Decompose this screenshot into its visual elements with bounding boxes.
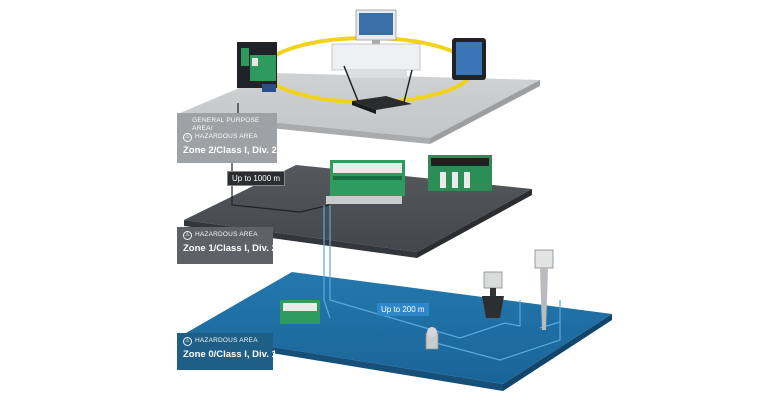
zone1-sub-line1: HAZARDOUS AREA — [195, 231, 258, 238]
hazard-icon: ⚠ — [183, 133, 192, 142]
remote-io-module — [326, 160, 405, 204]
zone0-title: Zone 0/Class I, Div. 1 — [183, 349, 277, 360]
zone2-sub-label-2: ⚠ HAZARDOUS AREA — [183, 133, 271, 142]
tablet — [452, 38, 486, 80]
zone2-sub-line2: HAZARDOUS AREA — [195, 133, 258, 140]
wireless-router — [343, 65, 413, 114]
level-probe — [534, 249, 554, 330]
zone2-title: Zone 2/Class I, Div. 2 — [183, 145, 277, 156]
zone0-sub-line1: HAZARDOUS AREA — [195, 337, 258, 344]
zone0-platform — [186, 272, 612, 391]
flow-sensor — [425, 327, 439, 350]
distance-badge-200m: Up to 200 m — [377, 303, 429, 316]
zone1-title: Zone 1/Class I, Div. 2 — [183, 243, 277, 254]
zone2-label: GENERAL PURPOSE AREA/ ⚠ HAZARDOUS AREA Z… — [177, 113, 277, 163]
distance-badge-1000m: Up to 1000 m — [227, 171, 286, 186]
radar-level-sensor — [482, 271, 504, 318]
gateway-device — [237, 42, 277, 92]
power-module — [428, 155, 492, 191]
hazard-icon: ⚠ — [183, 231, 192, 240]
zone1-label: ⚠ HAZARDOUS AREA Zone 1/Class I, Div. 2 — [177, 227, 277, 264]
zone1-sub-label: ⚠ HAZARDOUS AREA — [183, 231, 267, 240]
zone2-sub-line1: GENERAL PURPOSE AREA/ — [192, 117, 260, 132]
hazard-icon: ⚠ — [183, 337, 192, 346]
zone2-sub-label: GENERAL PURPOSE AREA/ — [183, 117, 271, 133]
workstation — [331, 9, 421, 78]
field-barrier — [280, 300, 320, 324]
zone0-sub-label: ⚠ HAZARDOUS AREA — [183, 337, 267, 346]
zone0-label: ⚠ HAZARDOUS AREA Zone 0/Class I, Div. 1 — [177, 333, 277, 370]
